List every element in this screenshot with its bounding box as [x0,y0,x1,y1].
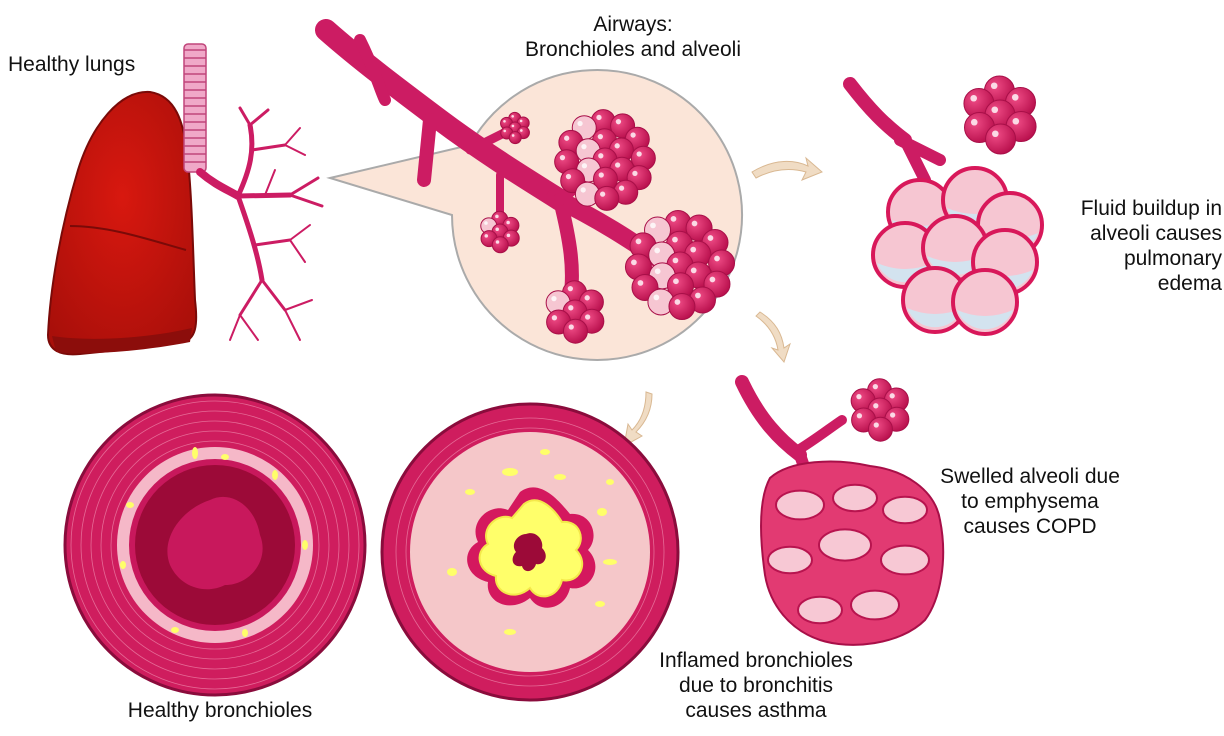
gland-speck [120,561,126,569]
inflamed-label-line: Inflamed bronchioles [616,648,896,673]
airways-label-line: Airways: [478,12,788,37]
lung-shape [48,92,196,354]
edema-label-line: pulmonary [1022,246,1222,271]
alveolus-cluster [851,379,909,441]
healthy-lung-illustration [48,44,322,354]
inflamed-label-line: due to bronchitis [616,673,896,698]
gland-speck [126,502,134,508]
gland-speck [603,559,617,565]
airways-label-line: Bronchioles and alveoli [478,37,788,62]
gland-speck [447,568,457,576]
enlarged-alveolus [819,529,871,560]
enlarged-alveolus [883,497,927,523]
gland-speck [502,468,518,476]
gland-speck [302,540,308,550]
enlarged-alveolus [776,491,824,520]
enlarged-alveolus [881,546,929,575]
healthy-bronchiole-section [65,395,365,695]
gland-speck [540,449,550,455]
arrow-to-emphysema [756,312,790,362]
enlarged-alveolus [851,591,899,620]
gland-speck [272,470,278,480]
enlarged-alveoli [761,462,943,645]
gland-speck [192,447,198,459]
emphysema-label-line: causes COPD [930,514,1130,539]
trachea [184,44,206,172]
gland-speck [242,629,248,637]
inflamed-bronchioles-label: Inflamed bronchioles due to bronchitis c… [616,648,896,723]
enlarged-alveolus [833,485,877,511]
healthy-bronchioles-label: Healthy bronchioles [70,698,370,723]
healthy-lungs-label: Healthy lungs [8,52,135,77]
enlarged-alveolus [798,597,842,623]
edema-label: Fluid buildup in alveoli causes pulmonar… [1022,196,1222,296]
enlarged-alveolus [768,547,812,573]
gland-speck [221,454,229,460]
arrow-to-edema [752,158,822,180]
gland-speck [606,479,614,485]
airways-label: Airways: Bronchioles and alveoli [478,12,788,62]
gland-speck [504,629,516,635]
gland-speck [465,489,475,495]
alveolus-cluster [964,76,1036,154]
emphysema-label-line: to emphysema [930,489,1130,514]
gland-speck [597,508,607,516]
emphysema-label-line: Swelled alveoli due [930,464,1130,489]
gland-speck [554,474,566,480]
gland-speck [171,627,179,633]
edema-illustration [850,76,1042,334]
emphysema-label: Swelled alveoli due to emphysema causes … [930,464,1130,539]
edema-label-line: edema [1022,271,1222,296]
inflamed-label-line: causes asthma [616,698,896,723]
edema-label-line: Fluid buildup in [1022,196,1222,221]
emphysema-illustration [742,379,943,645]
gland-speck [595,601,605,607]
bronchial-tree [200,108,322,340]
edema-label-line: alveoli causes [1022,221,1222,246]
arrow-to-inflamed [624,392,652,446]
